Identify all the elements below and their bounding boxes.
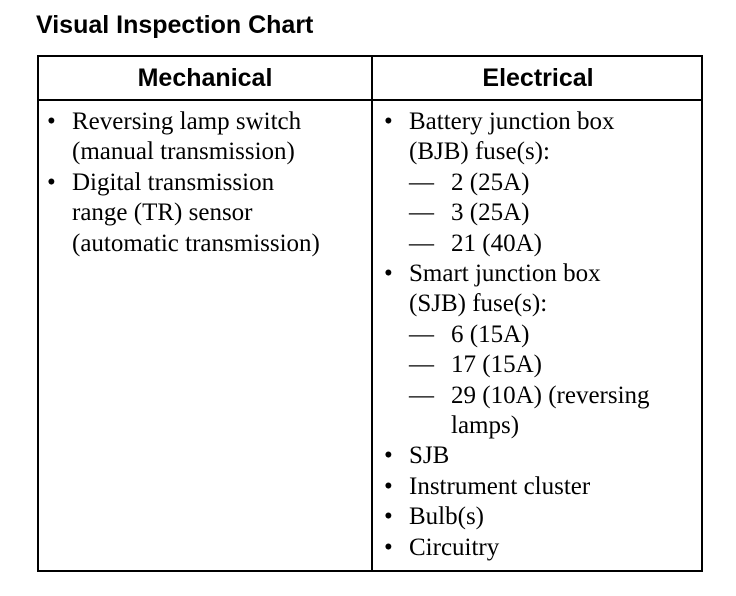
column-divider <box>371 57 373 570</box>
fuse-item: — 2 (25A) <box>384 168 700 198</box>
bullet-icon: • <box>47 108 56 135</box>
item-text-line: Digital transmission <box>72 168 275 196</box>
list-item: • Digital transmission range (TR) sensor… <box>47 168 367 259</box>
fuse-item: — 29 (10A) (reversing lamps) <box>384 381 700 442</box>
item-text-line: Reversing lamp switch <box>72 108 302 135</box>
header-divider <box>39 99 701 101</box>
inspection-table: Mechanical Electrical • Reversing lamp s… <box>37 55 703 572</box>
bullet-icon: • <box>384 503 393 531</box>
list-item: • Bulb(s) <box>384 502 700 532</box>
dash-icon: — <box>409 381 434 409</box>
item-text-line: (manual transmission) <box>72 138 295 166</box>
bullet-icon: • <box>384 260 393 288</box>
bullet-icon: • <box>47 168 56 196</box>
electrical-column-header: Electrical <box>482 64 594 92</box>
list-item: • Reversing lamp switch (manual transmis… <box>47 107 367 168</box>
page-title: Visual Inspection Chart <box>36 11 314 39</box>
fuse-item: — 21 (40A) <box>384 229 700 259</box>
bullet-icon: • <box>384 533 393 561</box>
mechanical-cell: • Reversing lamp switch (manual transmis… <box>47 107 367 259</box>
list-item: • Battery junction box (BJB) fuse(s): <box>384 107 700 168</box>
item-text-line: range (TR) sensor <box>72 199 253 227</box>
mechanical-column-header: Mechanical <box>137 64 273 92</box>
dash-icon: — <box>409 320 434 348</box>
dash-icon: — <box>409 199 434 227</box>
dash-icon: — <box>409 168 434 196</box>
item-text-line: 29 (10A) (reversing <box>451 381 650 409</box>
fuse-item: — 3 (25A) <box>384 198 700 228</box>
list-item: • Instrument cluster <box>384 472 700 502</box>
fuse-item: — 17 (15A) <box>384 350 700 380</box>
dash-icon: — <box>409 229 434 257</box>
fuse-item: — 6 (15A) <box>384 320 700 350</box>
list-item: • Smart junction box (SJB) fuse(s): <box>384 259 700 320</box>
item-text-line: Battery junction box <box>409 108 615 135</box>
bullet-icon: • <box>384 442 393 470</box>
bullet-icon: • <box>384 472 393 500</box>
item-text-line: (BJB) fuse(s): <box>409 138 550 166</box>
item-text-line: Smart junction box <box>409 260 601 288</box>
item-text-line: (SJB) fuse(s): <box>409 290 548 318</box>
list-item: • Circuitry <box>384 533 700 563</box>
electrical-cell: • Battery junction box (BJB) fuse(s): — … <box>384 107 700 563</box>
list-item: • SJB <box>384 441 700 471</box>
item-text-line: lamps) <box>451 412 520 440</box>
bullet-icon: • <box>384 108 393 135</box>
dash-icon: — <box>409 351 434 379</box>
item-text-line: (automatic transmission) <box>72 229 320 257</box>
